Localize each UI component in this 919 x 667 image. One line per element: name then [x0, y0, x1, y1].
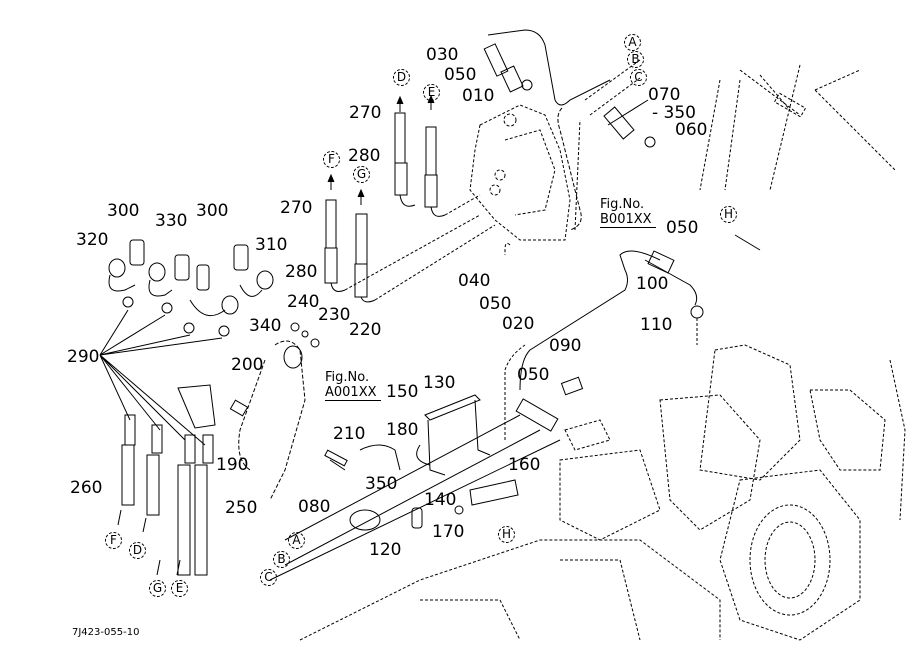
part-label: 300	[196, 201, 229, 221]
control-valve-block	[469, 104, 581, 255]
part-label: 330	[155, 211, 188, 231]
pump-connector	[515, 250, 704, 432]
part-label: 100	[636, 274, 669, 294]
fig-number: A001XX	[325, 385, 381, 401]
connection-marker-d: D	[129, 542, 146, 559]
connection-marker-e: E	[171, 580, 188, 597]
part-label: 270	[280, 198, 313, 218]
connection-marker-h: H	[498, 526, 515, 543]
part-label: 200	[231, 355, 264, 375]
part-label: 060	[675, 120, 708, 140]
part-label: 010	[462, 86, 495, 106]
part-label: 150	[386, 382, 419, 402]
part-label: 350	[365, 474, 398, 494]
part-label: 120	[369, 540, 402, 560]
part-label: 020	[502, 314, 535, 334]
part-label: 030	[426, 45, 459, 65]
part-label: 300	[107, 201, 140, 221]
part-label: 050	[479, 294, 512, 314]
part-label: 290	[67, 347, 100, 367]
control-rods	[269, 250, 661, 581]
connection-marker-f: F	[323, 151, 340, 168]
part-label: 190	[216, 455, 249, 475]
connection-marker-b: B	[627, 51, 644, 68]
connection-marker-d: D	[393, 69, 410, 86]
part-label: 280	[285, 262, 318, 282]
part-label: 040	[458, 271, 491, 291]
part-label: 080	[298, 497, 331, 517]
frame-upper-right	[699, 64, 896, 251]
part-label: 280	[348, 146, 381, 166]
connection-marker-c: C	[630, 69, 647, 86]
connection-marker-g: G	[353, 166, 370, 183]
connection-marker-c: C	[260, 569, 277, 586]
connection-marker-g: G	[149, 580, 166, 597]
part-label: 170	[432, 522, 465, 542]
connection-marker-e: E	[423, 84, 440, 101]
part-label: 340	[249, 316, 282, 336]
connection-marker-h: H	[720, 206, 737, 223]
part-label: 220	[349, 320, 382, 340]
part-label: 160	[508, 455, 541, 475]
bracket-lever	[177, 322, 348, 501]
part-label: 050	[444, 65, 477, 85]
part-label: 230	[318, 305, 351, 325]
fig-label: Fig.No.	[600, 197, 645, 212]
fig-number: B001XX	[600, 212, 656, 228]
connection-marker-a: A	[624, 34, 641, 51]
drawing-code: 7J423-055-10	[72, 627, 140, 638]
vertical-hoses	[324, 94, 496, 303]
part-label: 090	[549, 336, 582, 356]
connection-marker-f: F	[105, 532, 122, 549]
part-label: - 350	[652, 103, 696, 123]
connection-marker-b: B	[273, 551, 290, 568]
part-label: 050	[666, 218, 699, 238]
fig-label: Fig.No.	[325, 370, 370, 385]
part-label: 210	[333, 424, 366, 444]
part-label: 180	[386, 420, 419, 440]
part-label: 130	[423, 373, 456, 393]
part-label: 140	[424, 490, 457, 510]
part-label: 050	[517, 365, 550, 385]
part-label: 310	[255, 235, 288, 255]
part-label: 270	[349, 103, 382, 123]
figure-reference-b[interactable]: Fig.No. B001XX	[600, 197, 656, 228]
quick-couplers	[99, 239, 274, 446]
part-label: 240	[287, 292, 320, 312]
part-label: 070	[648, 85, 681, 105]
part-label: 320	[76, 230, 109, 250]
part-label: 110	[640, 315, 673, 335]
connection-marker-a: A	[288, 532, 305, 549]
figure-reference-a[interactable]: Fig.No. A001XX	[325, 370, 381, 401]
transmission-housing	[299, 344, 906, 641]
bracket-130	[349, 394, 519, 531]
part-label: 260	[70, 478, 103, 498]
lower-couplers	[117, 414, 214, 576]
part-label: 250	[225, 498, 258, 518]
